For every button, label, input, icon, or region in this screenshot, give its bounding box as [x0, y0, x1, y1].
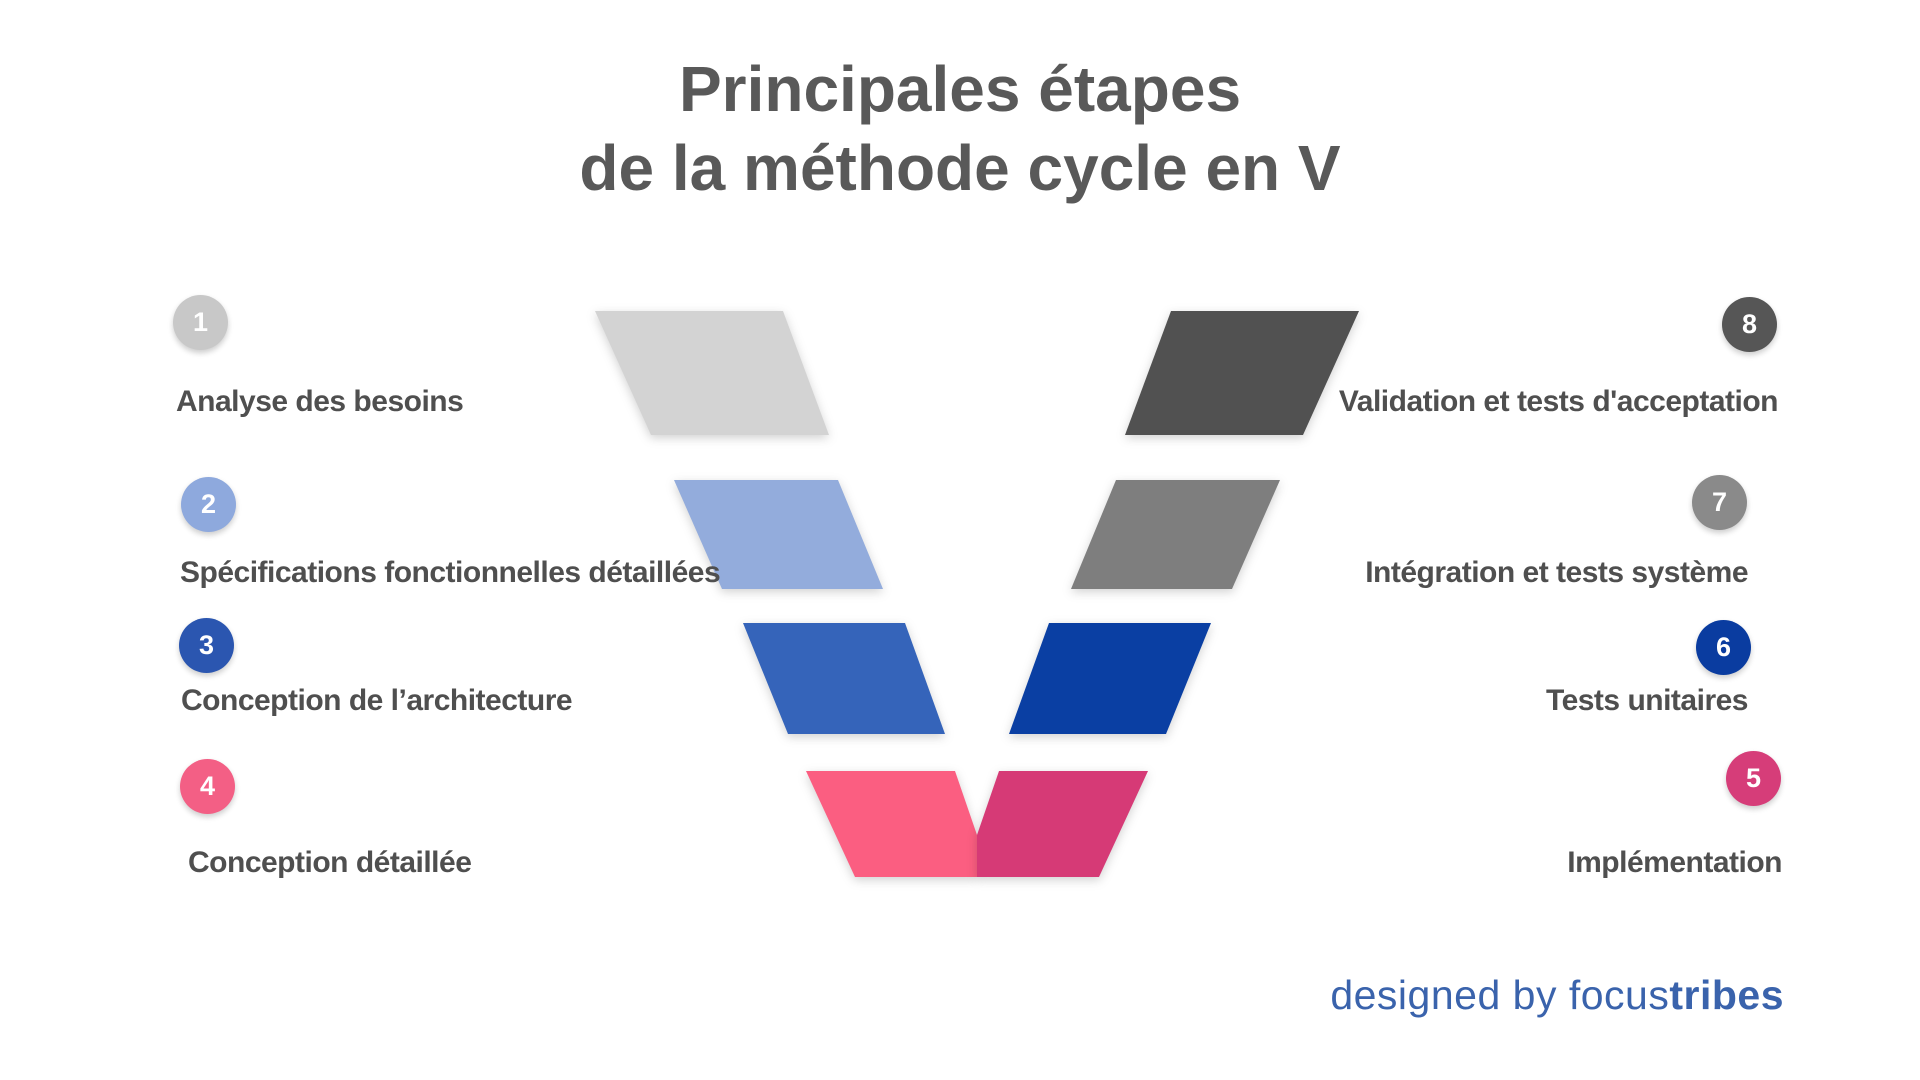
step-number-4: 4 — [199, 771, 216, 801]
v-right-segment-3 — [1009, 623, 1211, 734]
v-right-segment-2 — [1071, 480, 1280, 589]
page-title-line2: de la méthode cycle en V — [579, 132, 1341, 204]
step-circle-6: 6 — [1696, 620, 1751, 675]
v-right-segment-4 — [977, 771, 1148, 877]
step-number-5: 5 — [1745, 763, 1762, 793]
step-label-conception-detaillee: Conception détaillée — [188, 846, 472, 879]
step-label-specifications-fonctionnelles: Spécifications fonctionnelles détaillées — [180, 556, 721, 589]
step-circle-2: 2 — [181, 477, 236, 532]
step-label-tests-unitaires: Tests unitaires — [1545, 684, 1749, 717]
footer-designed-by-text: designed by — [1330, 972, 1569, 1018]
footer-branding: designed by focustribes — [1330, 972, 1784, 1019]
step-circle-7: 7 — [1692, 475, 1747, 530]
v-left-segment-3 — [743, 623, 945, 734]
v-left-segment-1 — [595, 311, 829, 435]
footer-brand-focus: focus — [1568, 972, 1670, 1018]
step-label-conception-architecture: Conception de l’architecture — [181, 684, 573, 717]
v-left-segment-2 — [674, 480, 883, 589]
step-number-3: 3 — [198, 630, 215, 660]
step-circle-8: 8 — [1722, 297, 1777, 352]
footer-brand-tribes: tribes — [1669, 972, 1784, 1018]
step-circle-4: 4 — [180, 759, 235, 814]
step-number-6: 6 — [1715, 632, 1732, 662]
step-circle-5: 5 — [1726, 751, 1781, 806]
step-number-8: 8 — [1741, 309, 1758, 339]
step-circle-3: 3 — [179, 618, 234, 673]
step-label-integration-tests-systeme: Intégration et tests système — [1365, 556, 1748, 589]
step-label-implementation: Implémentation — [1567, 846, 1782, 879]
step-number-1: 1 — [192, 307, 209, 337]
page-title: Principales étapes de la méthode cycle e… — [0, 50, 1920, 208]
step-circle-1: 1 — [173, 295, 228, 350]
v-left-segment-4 — [806, 771, 977, 877]
step-number-7: 7 — [1711, 487, 1728, 517]
step-label-validation-tests-acceptation: Validation et tests d'acceptation — [1338, 385, 1779, 418]
v-right-segment-1 — [1125, 311, 1359, 435]
step-label-analyse-des-besoins: Analyse des besoins — [176, 385, 464, 418]
step-number-2: 2 — [200, 489, 217, 519]
page-title-line1: Principales étapes — [678, 53, 1242, 125]
